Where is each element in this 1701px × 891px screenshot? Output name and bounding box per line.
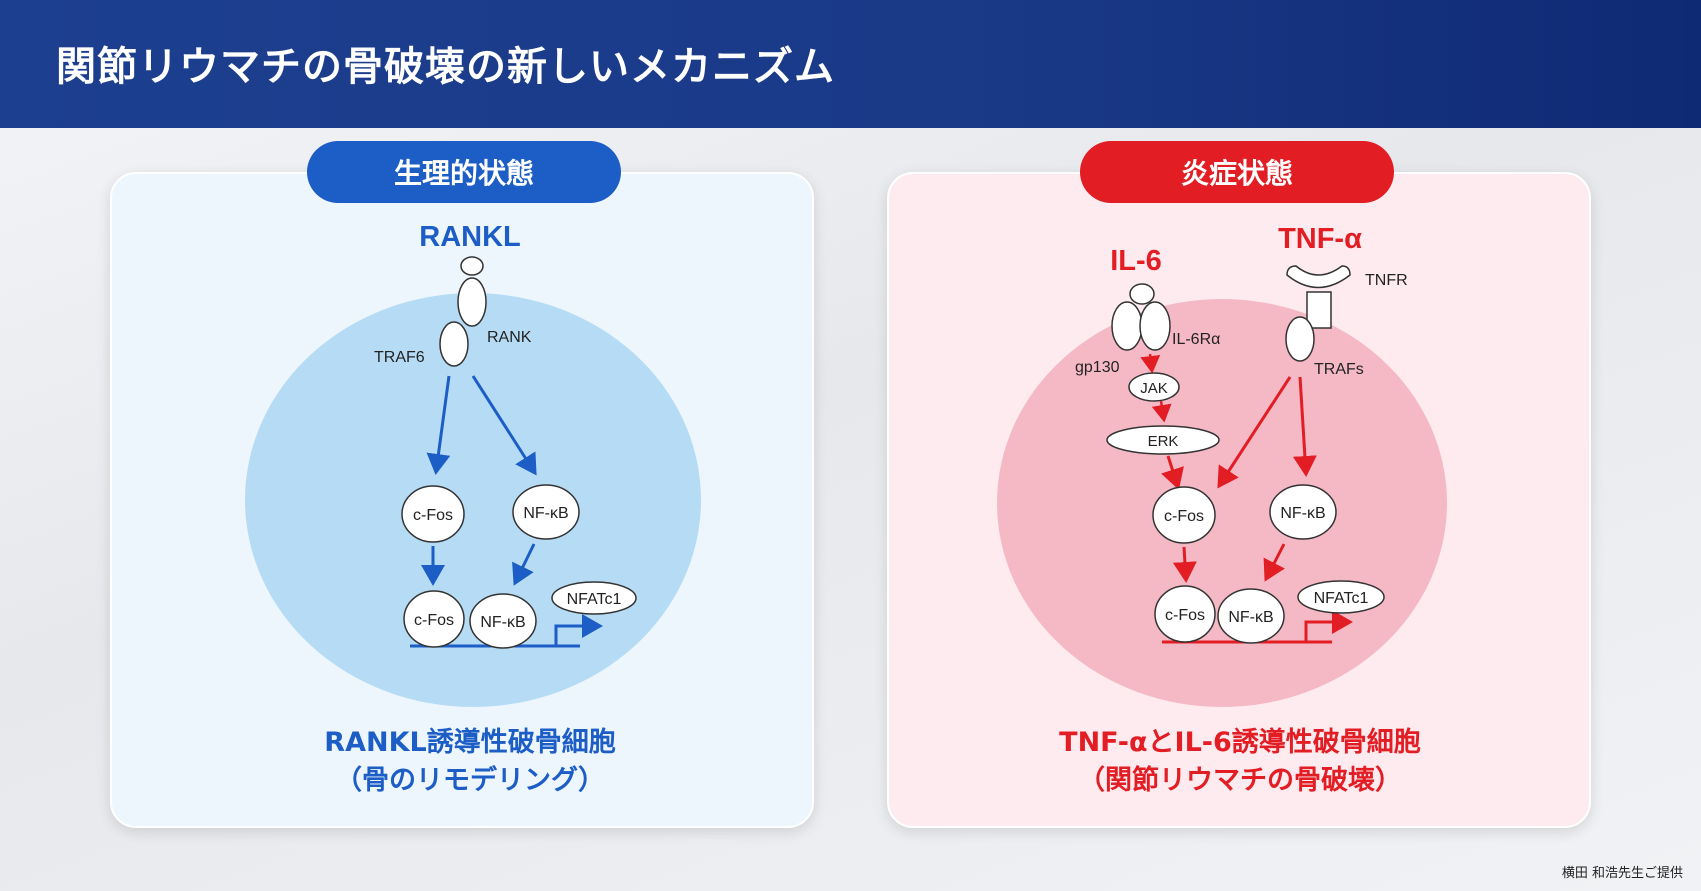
gp130-label: gp130 xyxy=(1075,359,1120,376)
nfkb-complex-label-right: NF-κB xyxy=(1228,609,1273,626)
erk-label: ERK xyxy=(1148,433,1179,450)
arrow-cfos-to-complex-right xyxy=(1172,546,1197,583)
rank-label: RANK xyxy=(487,329,532,346)
cfos-label-left: c-Fos xyxy=(413,507,453,524)
page-title: 関節リウマチの骨破壊の新しいメカニズム xyxy=(56,44,835,90)
nfkb-label-left: NF-κB xyxy=(523,505,568,522)
rankl-ligand-shape xyxy=(460,256,484,276)
inflammatory-caption-line2: （関節リウマチの骨破壊） xyxy=(1078,765,1402,796)
nfatc1-node-right xyxy=(1297,580,1385,614)
physiological-caption-line2: （骨のリモデリング） xyxy=(335,765,605,796)
erk-node xyxy=(1106,425,1220,455)
nfkb-node-right xyxy=(1269,484,1337,540)
arrow-jak-to-erk xyxy=(1151,400,1172,423)
arrow-rank-to-nfkb xyxy=(471,375,537,476)
jak-node xyxy=(1128,372,1180,402)
physiological-caption: RANKL誘導性破骨細胞 （骨のリモデリング） xyxy=(200,724,740,800)
arrow-rank-to-cfos xyxy=(426,375,451,475)
il6-ligand-shape xyxy=(1129,283,1155,305)
nfkb-complex-left xyxy=(469,593,537,649)
arrow-nfkb-to-complex-right xyxy=(1263,543,1286,582)
physiological-state-pill: 生理的状態 xyxy=(307,141,621,203)
gp130-receptor xyxy=(1111,301,1143,351)
tnf-trimer-shape xyxy=(1286,265,1351,289)
nfatc1-node-left xyxy=(551,581,637,615)
nfkb-complex-right xyxy=(1217,588,1285,644)
transcription-start-arrow-right xyxy=(1304,610,1353,642)
tnfr-receptor xyxy=(1306,291,1332,329)
cfos-complex-label-right: c-Fos xyxy=(1165,607,1205,624)
nfkb-label-right: NF-κB xyxy=(1280,505,1325,522)
traf6-label: TRAF6 xyxy=(374,349,425,366)
rank-receptor-lower xyxy=(439,321,469,367)
arrow-trafs-to-cfos xyxy=(1217,376,1292,489)
nfkb-node-left xyxy=(512,484,580,540)
nfatc1-label-left: NFATc1 xyxy=(567,591,622,608)
inflammatory-state-pill: 炎症状態 xyxy=(1080,141,1394,203)
tnfr-label: TNFR xyxy=(1365,272,1408,289)
rank-receptor-upper xyxy=(457,277,487,327)
inflammatory-caption: TNF-αとIL-6誘導性破骨細胞 （関節リウマチの骨破壊） xyxy=(990,724,1490,800)
physiological-caption-line1: RANKL誘導性破骨細胞 xyxy=(324,727,616,758)
trafs-adapter xyxy=(1285,316,1315,362)
il6-label: IL-6 xyxy=(1110,245,1162,277)
cell-body-right xyxy=(997,299,1447,707)
cfos-complex-left xyxy=(403,590,465,648)
jak-label: JAK xyxy=(1140,380,1168,397)
arrow-erk-to-cfos xyxy=(1161,455,1184,490)
cfos-label-right: c-Fos xyxy=(1164,508,1204,525)
arrow-nfkb-to-complex xyxy=(512,543,536,586)
cfos-node-left xyxy=(401,485,465,543)
inflammatory-caption-line1: TNF-αとIL-6誘導性破骨細胞 xyxy=(1059,727,1421,758)
arrow-gp130-to-jak xyxy=(1140,353,1161,374)
tnf-alpha-label: TNF-α xyxy=(1278,223,1362,255)
header-bar: 関節リウマチの骨破壊の新しいメカニズム xyxy=(0,0,1701,128)
arrow-trafs-to-nfkb xyxy=(1292,376,1317,477)
il6r-alpha-label: IL-6Rα xyxy=(1172,331,1220,348)
trafs-label: TRAFs xyxy=(1314,361,1364,378)
cfos-complex-right xyxy=(1154,585,1216,643)
transcription-start-arrow-left xyxy=(554,614,603,646)
nfatc1-label-right: NFATc1 xyxy=(1314,590,1369,607)
cfos-complex-label-left: c-Fos xyxy=(414,612,454,629)
image-credit: 横田 和浩先生ご提供 xyxy=(1561,866,1683,881)
cfos-node-right xyxy=(1152,486,1216,544)
nfkb-complex-label-left: NF-κB xyxy=(480,614,525,631)
il6r-alpha-receptor xyxy=(1139,301,1171,351)
rankl-label: RANKL xyxy=(419,221,521,253)
